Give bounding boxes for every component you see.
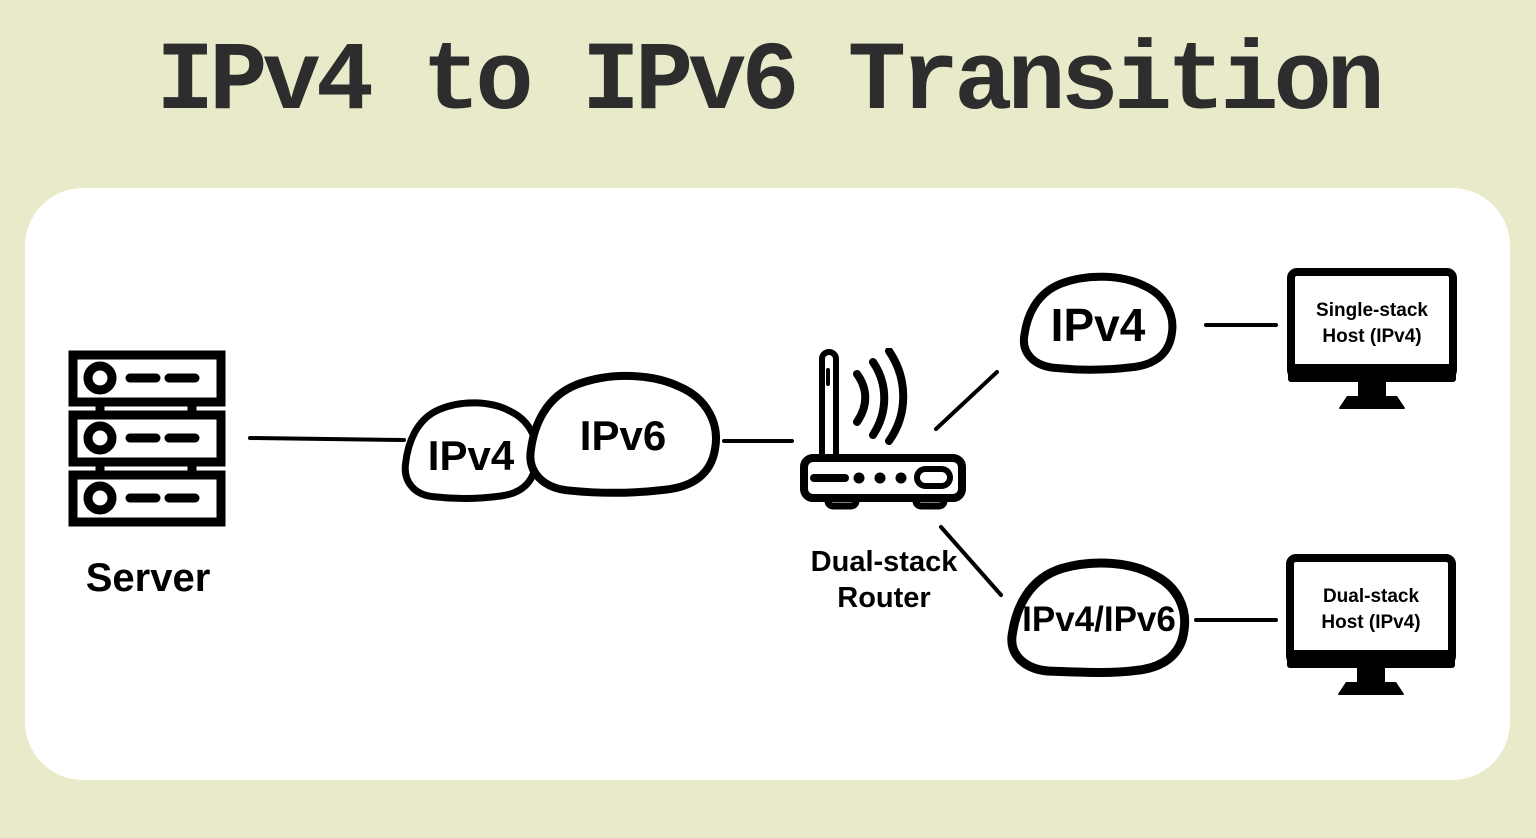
ipv4-ipv6-cloud-text: IPv4/IPv6 [1022, 600, 1176, 639]
page-title: IPv4 to IPv6 Transition [156, 28, 1385, 138]
ipv6-cloud-text: IPv6 [579, 412, 667, 459]
ipv6-cloud-label: IPv6 [523, 370, 723, 502]
server-label-text: Server [85, 555, 211, 600]
ipv6-cloud-shape [523, 370, 723, 502]
server-label: Server [48, 556, 248, 600]
single-stack-host-label: Single-stack Host (IPv4) [1287, 274, 1457, 374]
diagram-panel [25, 188, 1510, 780]
connector-server-to-clouds [248, 436, 406, 442]
single-stack-host-line2: Host (IPv4) [1322, 326, 1422, 347]
dual-stack-host-line1: Dual-stack [1322, 586, 1420, 607]
connector-router-to-ipv4-cloud [934, 370, 999, 431]
dual-stack-host-monitor-icon [1286, 554, 1456, 695]
ipv4-ipv6-cloud-shape [1006, 558, 1192, 680]
router-label-line2: Router [837, 582, 931, 614]
router-label-line1: Dual-stack [810, 546, 958, 578]
dual-stack-host-label: Dual-stack Host (IPv4) [1286, 560, 1456, 660]
wifi-router-icon [800, 348, 966, 510]
single-stack-host-line1: Single-stack [1316, 300, 1428, 321]
connector-router-to-dual-cloud [939, 525, 1003, 597]
ipv4-cloud-left-label: IPv4 [400, 406, 542, 506]
ipv4-cloud-right-text: IPv4 [1050, 299, 1146, 351]
single-stack-host-monitor-icon [1287, 268, 1457, 409]
router-label: Dual-stack Router [789, 544, 979, 616]
server-rack-icon [68, 350, 226, 527]
ipv4-ipv6-cloud-label: IPv4/IPv6 [1006, 560, 1192, 680]
ipv4-cloud-left-shape [400, 398, 542, 506]
dual-stack-host-line2: Host (IPv4) [1321, 612, 1421, 633]
ipv4-cloud-right-label: IPv4 [1018, 274, 1178, 376]
ipv4-cloud-left-text: IPv4 [427, 432, 515, 479]
ipv4-cloud-right-shape [1018, 272, 1178, 377]
